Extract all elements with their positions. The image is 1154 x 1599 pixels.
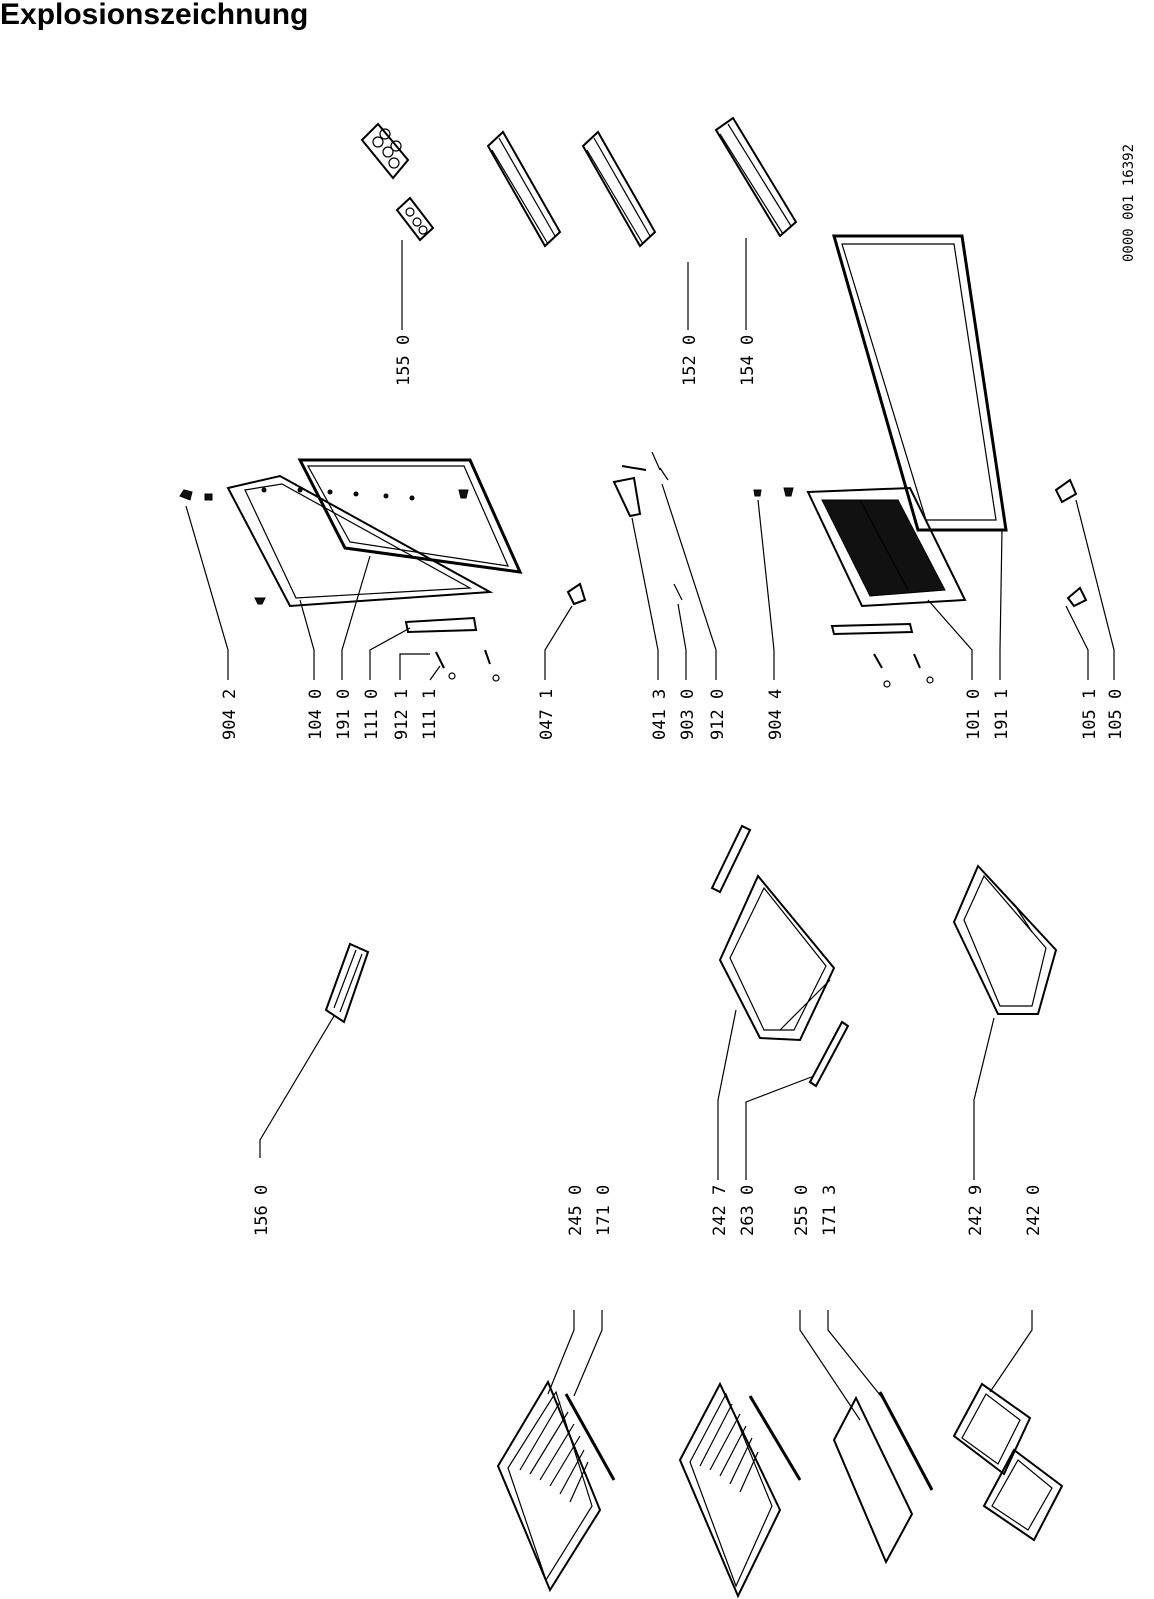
freezer-hinge-plate xyxy=(830,622,914,636)
part-label: 154 0 xyxy=(738,335,758,386)
part-label: 242 7 xyxy=(710,1185,730,1236)
page-title: Explosionszeichnung xyxy=(0,0,309,31)
door-shelf-3 xyxy=(714,116,798,238)
wire-shelf-lower xyxy=(678,1381,782,1599)
part-label: 191 0 xyxy=(334,689,354,740)
drawer-strip-bottom xyxy=(808,1020,850,1088)
handle-bracket xyxy=(566,582,587,606)
wire-shelf-upper xyxy=(496,1379,602,1593)
freezer-gasket xyxy=(832,234,1008,532)
door-gasket-upper xyxy=(297,458,523,574)
hinge-plate xyxy=(404,616,478,634)
part-label: 255 0 xyxy=(792,1185,812,1236)
part-label: 041 3 xyxy=(650,689,670,740)
part-label: 245 0 xyxy=(566,1185,586,1236)
door-frame-upper xyxy=(226,474,494,608)
freezer-door xyxy=(806,486,967,608)
part-label: 152 0 xyxy=(680,335,700,386)
part-label: 111 0 xyxy=(362,689,382,740)
drawer-lower xyxy=(952,864,1058,1015)
part-label: 156 0 xyxy=(252,1185,272,1236)
part-label: 155 0 xyxy=(394,335,414,386)
part-label: 105 1 xyxy=(1080,689,1100,740)
document-number: 0000 001 16392 xyxy=(1121,144,1137,262)
screws-upper xyxy=(179,489,469,605)
part-label: 903 0 xyxy=(678,689,698,740)
part-label: 191 1 xyxy=(992,689,1012,740)
part-label: 101 0 xyxy=(964,689,984,740)
part-labels: 155 0 152 0 154 0 904 2 104 0 191 0 111 … xyxy=(220,335,1126,1236)
part-label: 171 0 xyxy=(594,1185,614,1236)
glass-shelf xyxy=(832,1395,914,1565)
freezer-baskets xyxy=(952,1382,1064,1542)
door-shelf-2 xyxy=(581,130,657,248)
glass-shelf-strip xyxy=(878,1391,934,1491)
part-label: 912 1 xyxy=(392,689,412,740)
part-label: 242 0 xyxy=(1024,1185,1044,1236)
egg-tray-large xyxy=(360,122,410,180)
part-label: 171 3 xyxy=(820,1185,840,1236)
hinge-assembly xyxy=(612,451,683,601)
part-label: 242 9 xyxy=(966,1185,986,1236)
feet xyxy=(1054,478,1088,608)
drawer-upper xyxy=(718,874,836,1042)
freezer-screws xyxy=(753,487,934,688)
egg-tray-small xyxy=(395,196,435,242)
part-label: 904 4 xyxy=(766,689,786,740)
part-label: 047 1 xyxy=(537,689,557,740)
part-label: 111 1 xyxy=(420,689,440,740)
drawer-strip-top xyxy=(710,824,752,894)
screws-lower-left xyxy=(435,649,500,682)
part-label: 912 0 xyxy=(708,689,728,740)
part-label: 104 0 xyxy=(306,689,326,740)
part-label: 263 0 xyxy=(738,1185,758,1236)
shelf-strip-lower xyxy=(748,1395,802,1481)
part-label: 904 2 xyxy=(220,689,240,740)
part-label: 105 0 xyxy=(1106,689,1126,740)
shelf-strip-upper xyxy=(564,1393,616,1481)
door-shelf-1 xyxy=(486,130,562,248)
ice-cube-tray xyxy=(324,942,370,1024)
